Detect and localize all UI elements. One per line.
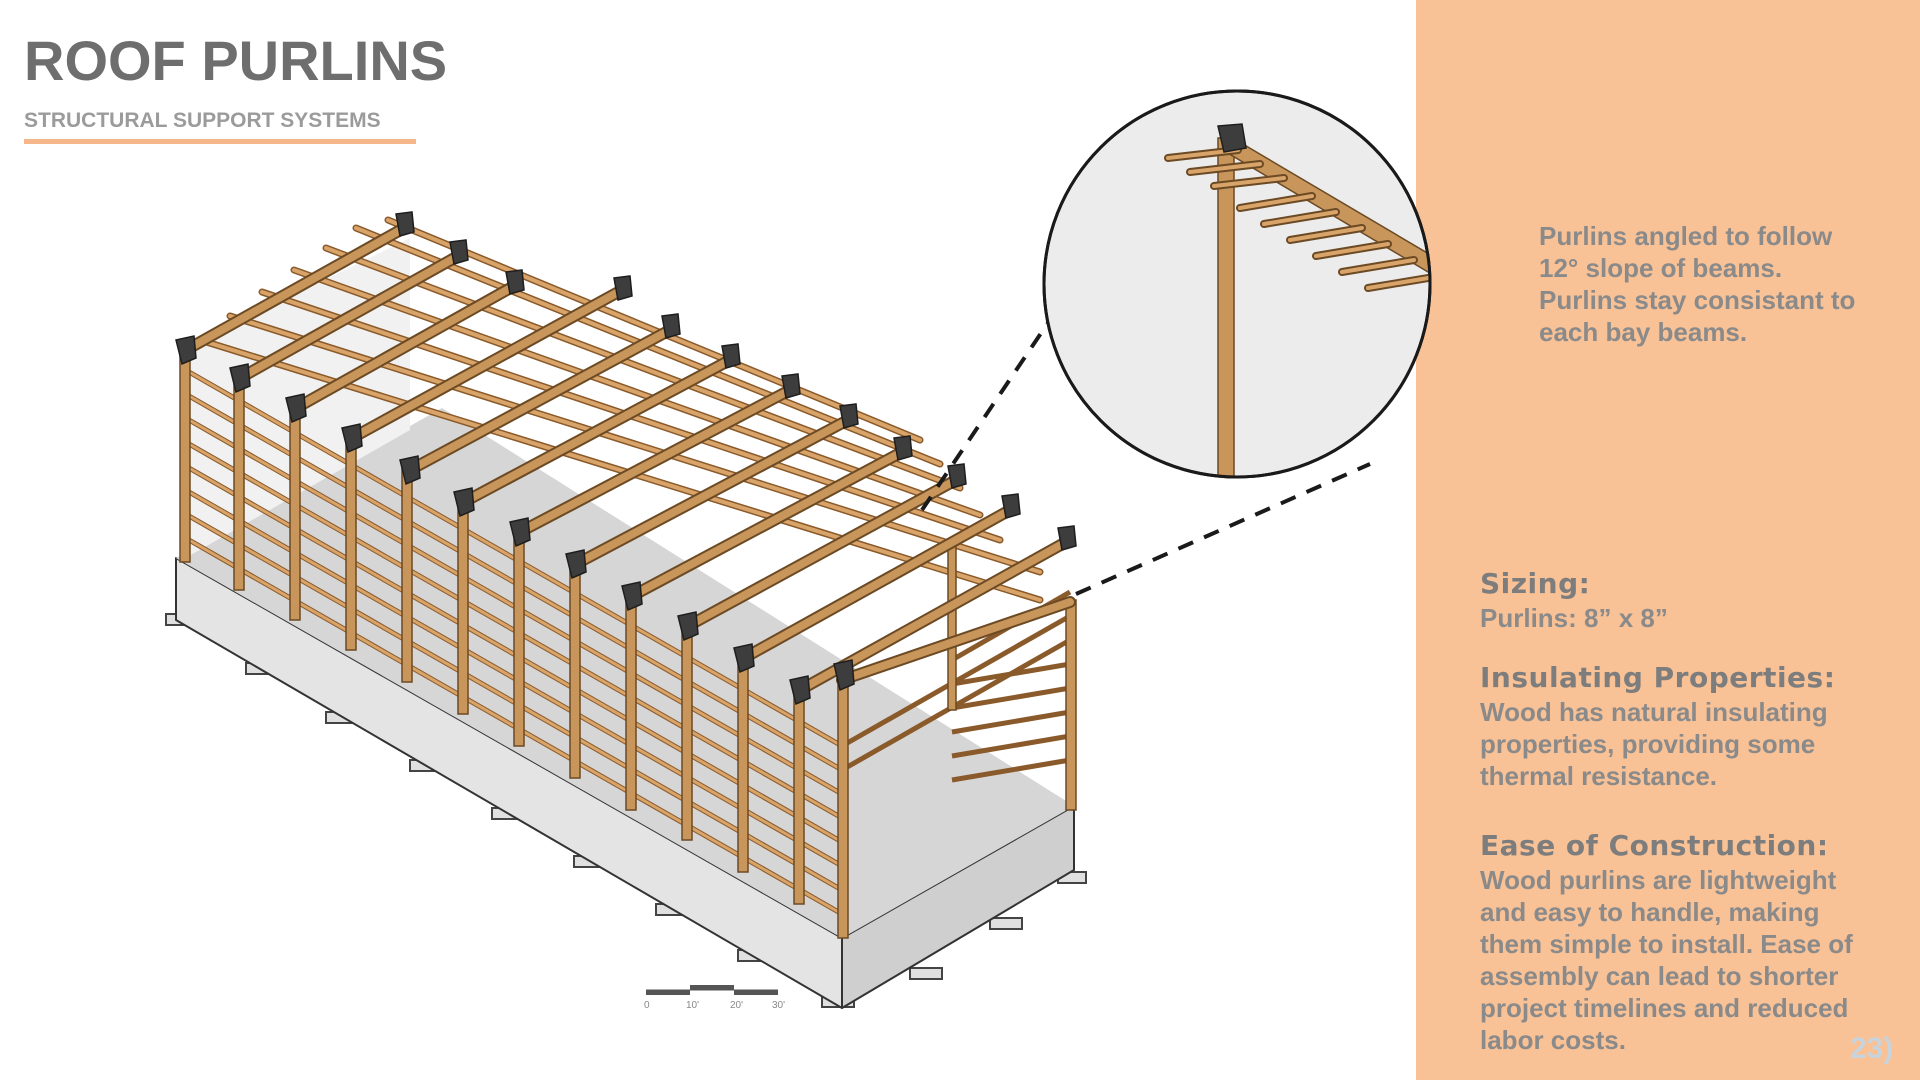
callout-line: Purlins angled to follow: [1539, 221, 1833, 251]
detail-circle: [1042, 89, 1432, 479]
subtitle-underline: [24, 139, 416, 144]
section-text: thermal resistance.: [1480, 761, 1718, 791]
page-number: 23): [1850, 1032, 1894, 1065]
section-text: Wood has natural insulating: [1480, 697, 1828, 727]
callout-line: each bay beams.: [1539, 317, 1748, 347]
detail-callout: Purlins angled to follow 12° slope of be…: [1539, 220, 1879, 348]
section-heading: Sizing:: [1480, 567, 1591, 600]
section-text: and easy to handle, making: [1480, 897, 1820, 927]
section-text: Purlins: 8” x 8”: [1480, 603, 1668, 633]
page-subtitle: STRUCTURAL SUPPORT SYSTEMS: [24, 109, 381, 132]
section-heading: Ease of Construction:: [1480, 829, 1829, 862]
leader-lines: [920, 202, 1371, 596]
section-sizing: Sizing: Purlins: 8” x 8”: [1480, 566, 1880, 634]
brackets: [175, 211, 1077, 706]
scale-label-20: 20': [730, 1000, 743, 1011]
scale-label-0: 0: [644, 1000, 650, 1011]
scale-label-30: 30': [772, 1000, 785, 1011]
section-text: them simple to install. Ease of: [1480, 929, 1853, 959]
section-construction: Ease of Construction: Wood purlins are l…: [1480, 828, 1880, 1056]
callout-line: 12° slope of beams.: [1539, 253, 1783, 283]
section-text: labor costs.: [1480, 1025, 1626, 1055]
scale-label-10: 10': [686, 1000, 699, 1011]
posts: [179, 349, 1077, 939]
page-title: ROOF PURLINS: [24, 29, 448, 92]
section-text: properties, providing some: [1480, 729, 1816, 759]
section-heading: Insulating Properties:: [1480, 661, 1836, 694]
section-text: Wood purlins are lightweight: [1480, 865, 1837, 895]
callout-line: Purlins stay consistant to: [1539, 285, 1856, 315]
section-text: assembly can lead to shorter: [1480, 961, 1839, 991]
side-panel: [1416, 0, 1920, 1080]
scale-bar: 0 10' 20' 30': [644, 985, 785, 1011]
section-text: project timelines and reduced: [1480, 993, 1849, 1023]
section-insulating: Insulating Properties: Wood has natural …: [1480, 660, 1880, 792]
